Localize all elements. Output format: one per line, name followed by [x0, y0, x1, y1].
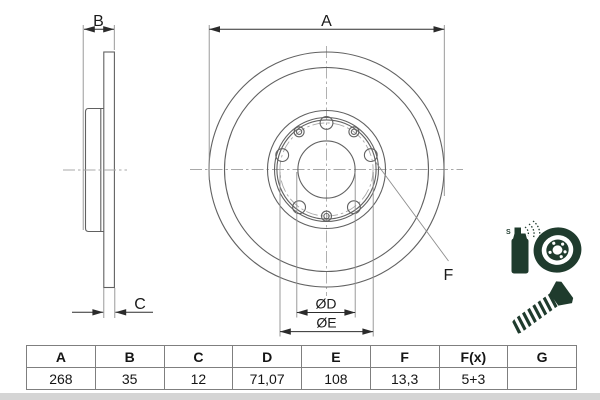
table-value-f: 13,3	[369, 367, 440, 390]
table-header-fx: F(x)	[438, 345, 509, 368]
table-value-c: 12	[163, 367, 234, 390]
fixing-hole	[293, 126, 305, 138]
center-bore-circle	[297, 140, 356, 199]
dim-label-f: F	[444, 267, 454, 284]
countersunk-screw-icon	[512, 281, 574, 334]
front-view: A F ØD ØE	[190, 13, 463, 337]
table-value-d: 71,07	[232, 367, 302, 390]
table-header-f: F	[369, 345, 440, 368]
bolt-hole	[319, 115, 334, 130]
hat-circle	[266, 109, 387, 230]
table-header-a: A	[26, 345, 96, 368]
side-view: B C	[63, 13, 153, 318]
coated-disc	[533, 227, 582, 273]
spray-arc	[532, 220, 541, 240]
table-header-e: E	[301, 345, 371, 368]
table-value-fx: 5+3	[438, 367, 509, 390]
spec-table-header-row: A B C D E F F(x) G	[26, 345, 577, 368]
bolt-hole	[346, 200, 361, 215]
dim-label-dia-e: ØE	[316, 315, 336, 331]
table-value-g	[507, 367, 577, 390]
spec-table-value-row: 268 35 12 71,07 108 13,3 5+3	[26, 367, 577, 390]
table-header-b: B	[94, 345, 165, 368]
table-value-b: 35	[94, 367, 165, 390]
bolt-hole	[363, 148, 378, 163]
spray-arc	[528, 223, 535, 238]
table-header-g: G	[507, 345, 577, 368]
spray-can-nozzle	[514, 227, 521, 234]
screw-threads	[512, 292, 558, 334]
dim-label-a: A	[321, 13, 332, 30]
spray-arc	[524, 226, 530, 237]
bolt-circle	[279, 122, 374, 217]
scan-edge-band	[0, 393, 600, 400]
spec-table: A B C D E F F(x) G 268 35 12 71,07 108 1…	[26, 345, 577, 390]
coated-disc-spray-icon: S	[506, 220, 582, 274]
dim-label-b: B	[93, 13, 104, 30]
bolt-hole	[292, 200, 307, 215]
fixing-hole	[320, 210, 333, 222]
table-header-d: D	[232, 345, 302, 368]
f-leader-line	[374, 160, 449, 262]
spray-can-shoulder	[513, 233, 527, 239]
fixing-hole	[348, 126, 360, 138]
friction-inner-circle	[223, 66, 430, 273]
spray-can-body	[511, 238, 529, 274]
dim-label-c: C	[134, 296, 146, 313]
table-value-a: 268	[26, 367, 96, 390]
bolt-hole	[275, 148, 290, 163]
screw-head	[549, 281, 574, 306]
dim-label-dia-d: ØD	[316, 296, 337, 312]
table-header-c: C	[163, 345, 234, 368]
spray-can-mark: S	[506, 229, 511, 236]
table-value-e: 108	[301, 367, 371, 390]
